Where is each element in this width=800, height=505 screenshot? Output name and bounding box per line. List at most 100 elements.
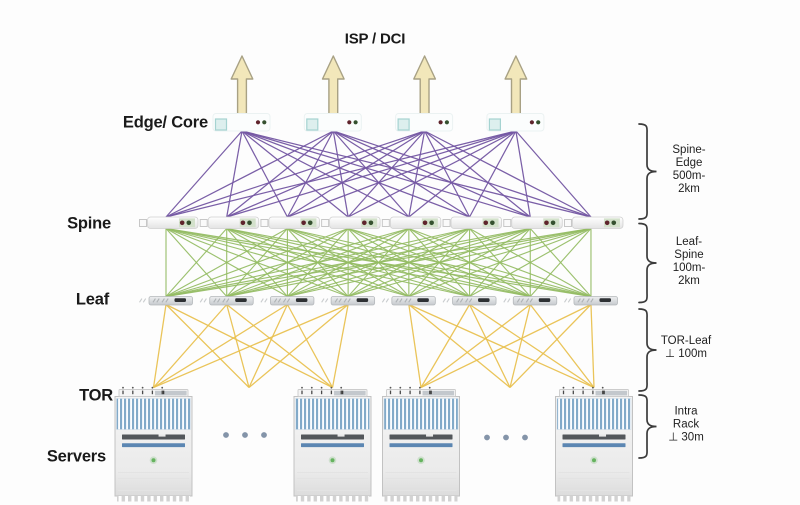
edge-led-green [536,120,541,125]
leaf-device [139,296,193,306]
leaf-port-tick [408,298,412,303]
rack-cable-panel [556,398,632,430]
leaf-port-tick [459,298,464,303]
tor-switch-module [334,390,366,396]
leaf-port-tick [226,298,230,303]
edge-core-device [486,113,545,132]
spine-led-red [301,220,306,226]
leaf-port-tick [139,298,143,303]
tor-leaf-link [509,304,531,388]
tor-port-dot [409,386,411,389]
leaf-port-tick [468,298,473,303]
leaf-port-tick [399,298,403,303]
server-unit-dark [562,434,626,440]
leaf-port-tick [199,298,204,303]
bracket-label-line: ⊥ 100m [665,348,707,360]
leaf-port-tick [286,298,291,303]
bracket-label-line: ⊥ 30m [668,431,704,444]
leaf-port-tick [520,298,524,303]
leaf-display-bar [235,298,247,302]
leaf-port-tick [525,298,530,303]
spine-led-red [362,220,367,226]
leaf-port-tick [203,298,207,303]
distance-brace [638,308,657,392]
leaf-device [321,296,376,306]
bracket-label-line: 2km [678,275,700,287]
tor-leaf-link [420,303,592,389]
spine-edge-links [165,130,592,218]
ellipsis-dot [261,432,267,438]
rack-feet [557,496,631,502]
spine-edge-link [287,130,517,218]
spine-edge-link [226,130,243,218]
leaf-port-tick [516,298,521,303]
tor-port-dot [601,386,604,389]
leaf-port-tick [577,298,581,303]
tor-leaf-link [408,303,595,389]
status-led [330,458,335,463]
distance-brace [638,222,657,304]
leaf-spine-link [529,228,592,297]
leaf-spine-link [165,227,288,298]
tier-label-servers: Servers [46,447,106,466]
spine-port-icon [381,219,390,227]
leaf-spine-link [165,227,470,298]
spine-device [442,216,502,229]
server-racks [114,386,633,502]
tor-port-dot [428,386,431,389]
leaf-port-tick [343,298,347,303]
leaf-port-tick [564,298,568,303]
leaf-port-tick [442,298,446,303]
tor-leaf-link [529,304,595,388]
spine-led-red [422,220,428,226]
spine-led-green [611,220,617,226]
leaf-spine-link [165,228,228,297]
tor-leaf-link [153,303,288,389]
tor-port-dot [399,386,402,389]
tor-leaf-link [468,304,511,388]
spine-led-green [550,220,556,226]
leaf-spine-link [469,227,592,298]
tor-leaf-link [248,304,349,388]
spine-edge-link [408,130,517,218]
rack-cable-panel [383,398,459,430]
tier-label-spine: Spine [67,214,111,233]
leaf-device [381,296,436,306]
spine-devices [139,216,624,229]
leaf-spine-link [165,227,349,298]
leaf-spine-link [347,227,592,298]
tor-port-dot [389,386,392,389]
leaf-port-tick [347,298,351,303]
spine-edge-link [468,130,517,218]
leaf-port-tick [385,298,390,303]
spine-edge-link [226,130,517,218]
distance-braces [638,123,657,459]
spine-led-red [179,220,185,226]
tor-port-dot [330,386,333,389]
spine-edge-link [286,130,334,218]
server-unit-dark [122,434,185,440]
leaf-port-tick [567,298,572,303]
edge-led-green [353,120,358,125]
bracket-label-line: Spine- [672,144,706,156]
spine-edge-link [165,130,243,218]
tor-port-dot [301,386,303,389]
server-unit-blue [562,443,626,448]
tor-leaf-link [152,304,167,388]
edge-led-green [262,120,267,125]
tor-port-dot [562,386,565,389]
leaf-port-tick [465,298,469,303]
spine-edge-link [515,130,531,218]
edge-core-devices [212,113,545,132]
tor-leaf-link [469,303,595,389]
leaf-spine-link [165,227,531,298]
edge-led-red [438,120,443,125]
spine-device [199,216,260,229]
edge-led-red [347,120,352,125]
edge-device-chassis [486,113,545,132]
tier-label-tor: TOR [79,386,113,405]
leaf-port-tick [507,298,511,303]
spine-edge-link [347,130,426,218]
edge-port-icon [397,118,410,131]
